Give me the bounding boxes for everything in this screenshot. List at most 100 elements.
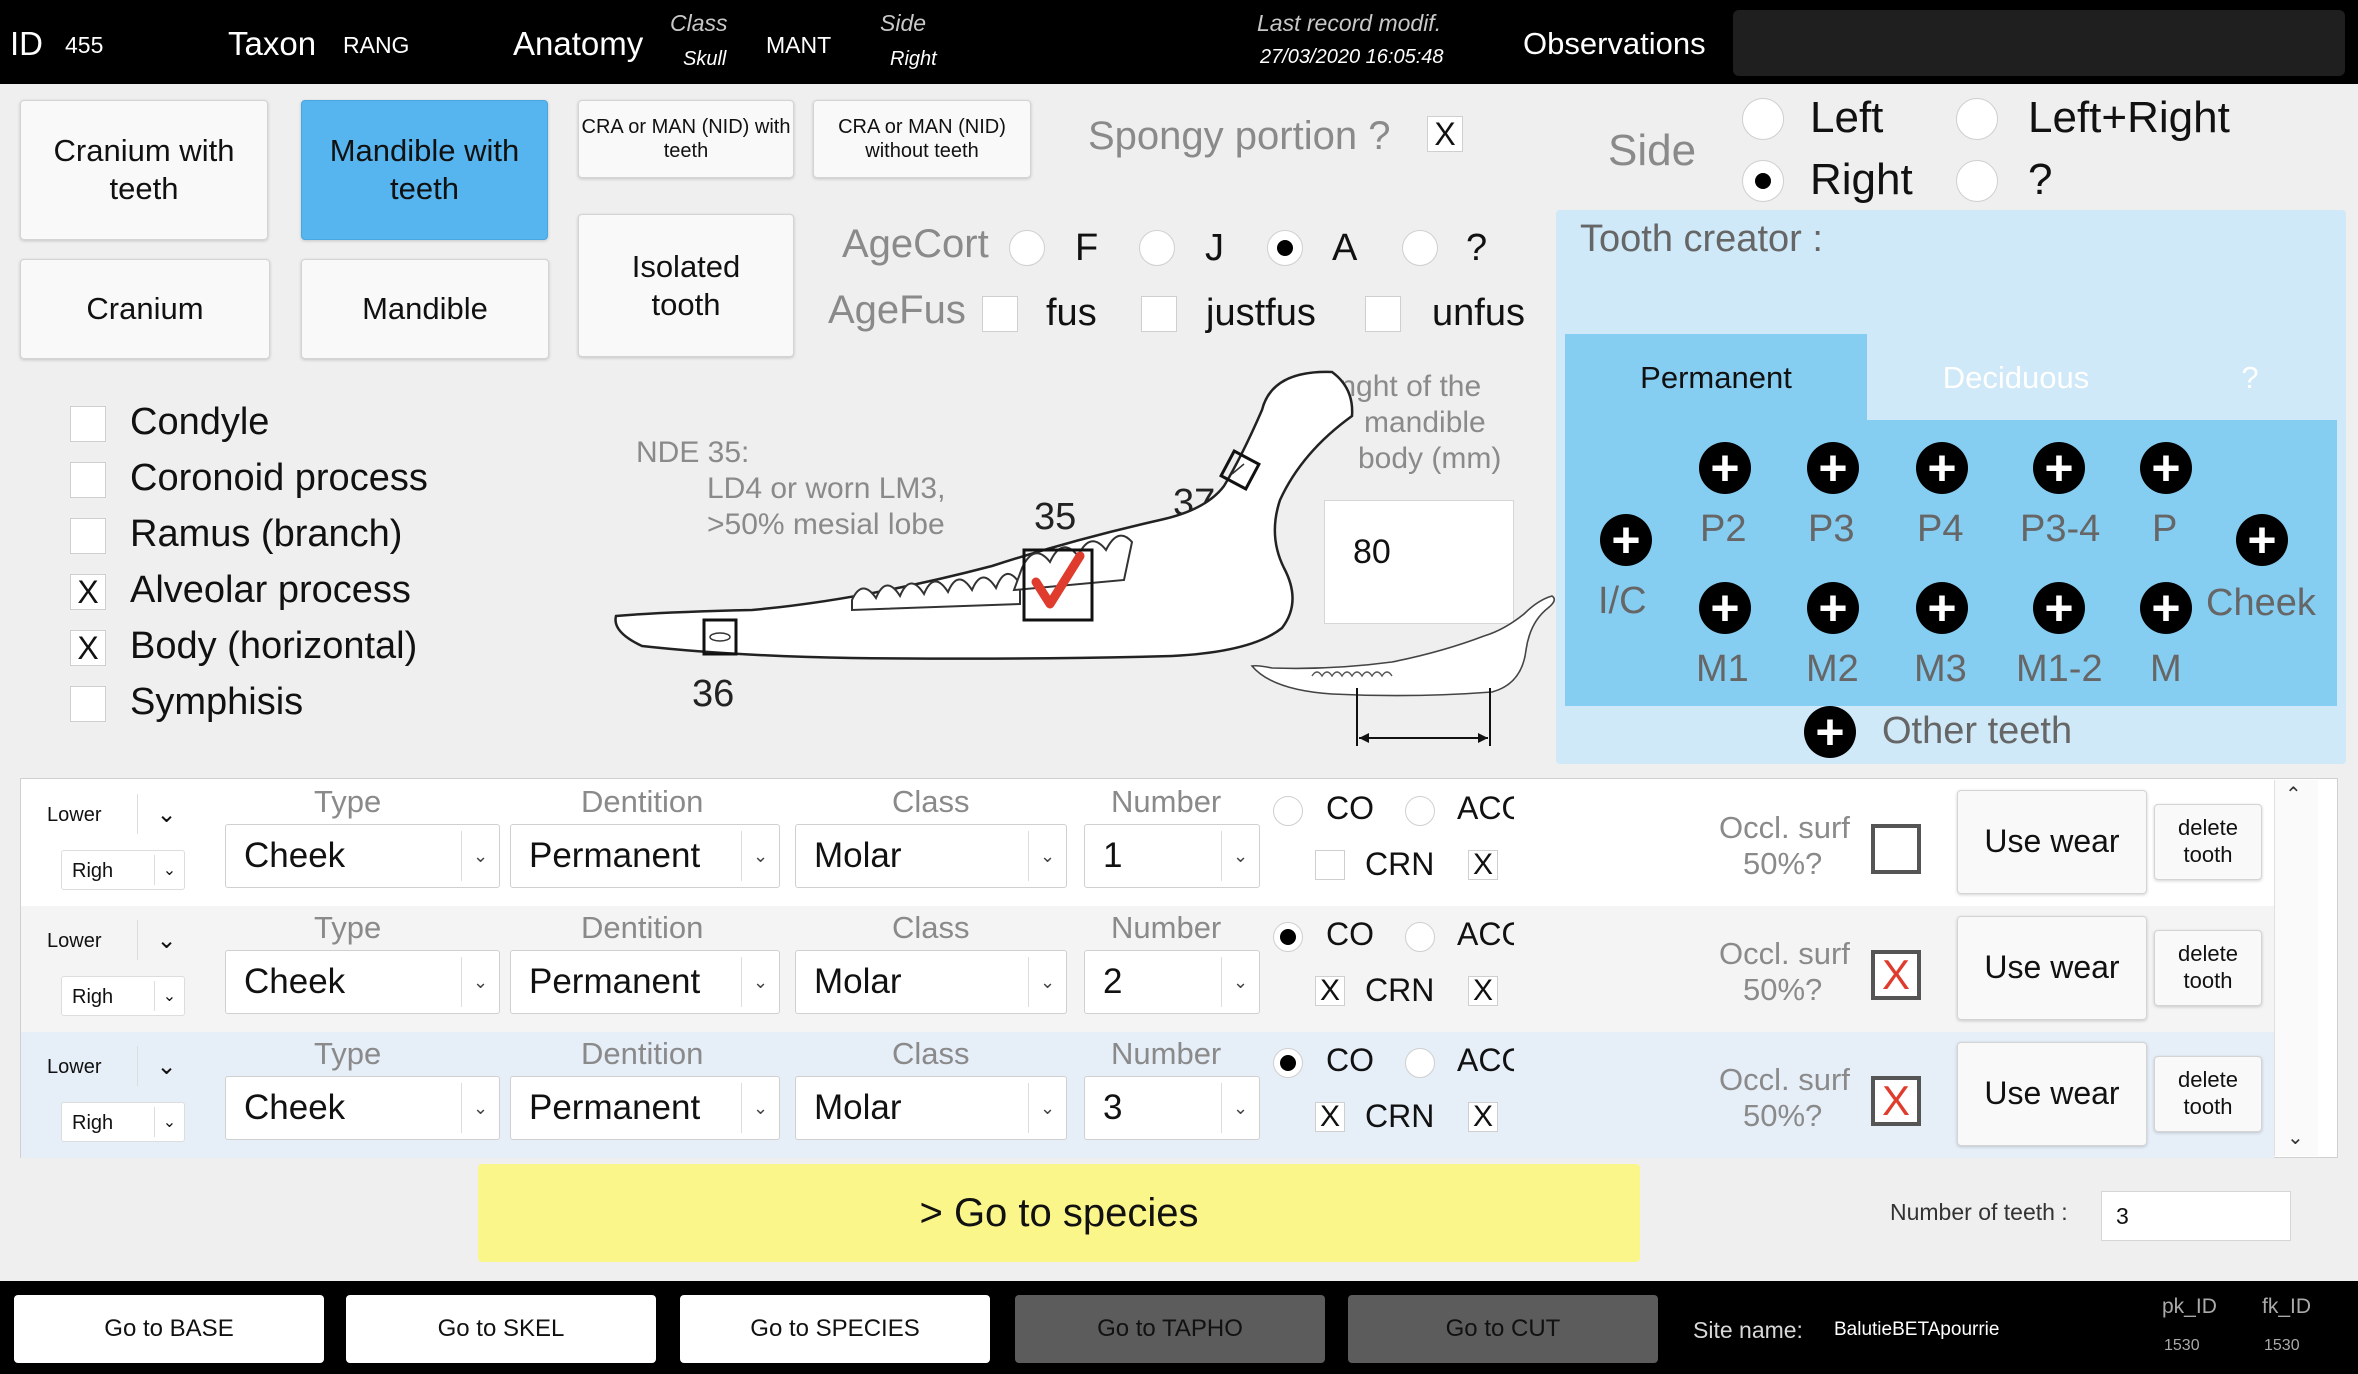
co-radio[interactable] xyxy=(1273,922,1303,952)
side-unknown-radio[interactable] xyxy=(1956,160,1998,202)
co-radio[interactable] xyxy=(1273,796,1303,826)
other-teeth-label: Other teeth xyxy=(1882,710,2073,752)
aco-radio[interactable] xyxy=(1405,1048,1435,1078)
age-cort-label: AgeCort xyxy=(842,222,989,266)
scroll-up-icon[interactable]: ⌃ xyxy=(2285,784,2302,806)
coronoid-checkbox[interactable] xyxy=(70,462,106,498)
age-cort-f-radio[interactable] xyxy=(1009,230,1045,266)
type-select[interactable]: Cheek⌄ xyxy=(225,1076,500,1140)
add-m2-plus-icon[interactable]: + xyxy=(1807,582,1859,634)
go-to-tapho-button[interactable]: Go to TAPHO xyxy=(1015,1295,1325,1363)
class-header: Class xyxy=(892,910,970,945)
add-m1-plus-icon[interactable]: + xyxy=(1699,582,1751,634)
add-m3-plus-icon[interactable]: + xyxy=(1916,582,1968,634)
cranium-button[interactable]: Cranium xyxy=(20,259,270,359)
add-other-teeth-plus-icon[interactable]: + xyxy=(1804,706,1856,758)
symphisis-checkbox[interactable] xyxy=(70,686,106,722)
type-select[interactable]: Cheek⌄ xyxy=(225,950,500,1014)
delete-tooth-button[interactable]: delete tooth xyxy=(2154,930,2262,1006)
add-p4-plus-icon[interactable]: + xyxy=(1916,442,1968,494)
age-cort-a-radio[interactable] xyxy=(1267,230,1303,266)
class-select[interactable]: Molar⌄ xyxy=(795,950,1067,1014)
jaw-label: Lower xyxy=(47,930,102,952)
go-to-cut-button[interactable]: Go to CUT xyxy=(1348,1295,1658,1363)
tab-deciduous[interactable]: Deciduous xyxy=(1942,360,2090,395)
root-checkbox[interactable]: X xyxy=(1468,1102,1498,1132)
age-cort-j-radio[interactable] xyxy=(1139,230,1175,266)
tooth-row: Lower ⌄ Righ ⌄ Type Cheek⌄ Dentition Per… xyxy=(21,1032,1658,1158)
root-checkbox[interactable]: X xyxy=(1468,850,1498,880)
add-p2-plus-icon[interactable]: + xyxy=(1699,442,1751,494)
number-select[interactable]: 3⌄ xyxy=(1084,1076,1260,1140)
side-select[interactable]: Righ ⌄ xyxy=(61,1102,185,1142)
spongy-portion-checkbox[interactable]: X xyxy=(1427,116,1463,152)
number-of-teeth-field[interactable]: 3 xyxy=(2101,1191,2291,1241)
length-input[interactable]: 80 xyxy=(1324,500,1514,624)
add-ic-plus-icon[interactable]: + xyxy=(1600,514,1652,566)
add-m12-plus-icon[interactable]: + xyxy=(2033,582,2085,634)
jaw-dropdown-chevron-icon[interactable]: ⌄ xyxy=(137,920,195,960)
use-wear-button[interactable]: Use wear xyxy=(1957,1042,2147,1146)
mandible-button[interactable]: Mandible xyxy=(301,259,549,359)
side-select[interactable]: Righ ⌄ xyxy=(61,976,185,1016)
tab-unknown[interactable]: ? xyxy=(2241,360,2259,395)
occlusal-checkbox[interactable]: X xyxy=(1871,1076,1921,1126)
cra-man-with-teeth-button[interactable]: CRA or MAN (NID) with teeth xyxy=(578,100,794,178)
age-cort-unknown-label: ? xyxy=(1466,227,1488,269)
go-to-species-footer-button[interactable]: Go to SPECIES xyxy=(680,1295,990,1363)
co-radio[interactable] xyxy=(1273,1048,1303,1078)
condyle-checkbox[interactable] xyxy=(70,406,106,442)
class-select[interactable]: Molar⌄ xyxy=(795,1076,1067,1140)
mandible-with-teeth-button[interactable]: Mandible with teeth xyxy=(301,100,548,240)
body-checkbox[interactable]: X xyxy=(70,630,106,666)
alveolar-checkbox[interactable]: X xyxy=(70,574,106,610)
age-cort-unknown-radio[interactable] xyxy=(1402,230,1438,266)
number-select[interactable]: 2⌄ xyxy=(1084,950,1260,1014)
occlusal-checkbox[interactable]: X xyxy=(1871,950,1921,1000)
dentition-select[interactable]: Permanent⌄ xyxy=(510,1076,780,1140)
cra-man-without-teeth-button[interactable]: CRA or MAN (NID) without teeth xyxy=(813,100,1031,178)
tab-permanent[interactable]: Permanent xyxy=(1565,334,1867,422)
use-wear-button[interactable]: Use wear xyxy=(1957,790,2147,894)
delete-tooth-button[interactable]: delete tooth xyxy=(2154,1056,2262,1132)
dentition-select[interactable]: Permanent⌄ xyxy=(510,950,780,1014)
number-select[interactable]: 1⌄ xyxy=(1084,824,1260,888)
crn-checkbox[interactable]: X xyxy=(1315,976,1345,1006)
aco-radio[interactable] xyxy=(1405,922,1435,952)
side-left-right-radio[interactable] xyxy=(1956,98,1998,140)
side-right-radio[interactable] xyxy=(1742,160,1784,202)
add-p-plus-icon[interactable]: + xyxy=(2140,442,2192,494)
age-justfus-checkbox[interactable] xyxy=(1141,296,1177,332)
ramus-checkbox[interactable] xyxy=(70,518,106,554)
add-cheek-plus-icon[interactable]: + xyxy=(2236,514,2288,566)
observations-field[interactable] xyxy=(1733,10,2345,76)
type-select[interactable]: Cheek⌄ xyxy=(225,824,500,888)
jaw-dropdown-chevron-icon[interactable]: ⌄ xyxy=(137,794,195,834)
aco-radio[interactable] xyxy=(1405,796,1435,826)
go-to-base-button[interactable]: Go to BASE xyxy=(14,1295,324,1363)
side-left-radio[interactable] xyxy=(1742,98,1784,140)
crn-checkbox[interactable]: X xyxy=(1315,1102,1345,1132)
zone-36-label: 36 xyxy=(692,673,735,715)
use-wear-button[interactable]: Use wear xyxy=(1957,916,2147,1020)
add-p34-plus-icon[interactable]: + xyxy=(2033,442,2085,494)
tooth-list-scrollbar[interactable]: ⌃ ⌄ xyxy=(2274,780,2318,1156)
add-m-plus-icon[interactable]: + xyxy=(2140,582,2192,634)
class-select[interactable]: Molar⌄ xyxy=(795,824,1067,888)
root-checkbox[interactable]: X xyxy=(1468,976,1498,1006)
go-to-species-button[interactable]: > Go to species xyxy=(478,1164,1640,1262)
isolated-tooth-button[interactable]: Isolated tooth xyxy=(578,214,794,357)
age-unfus-checkbox[interactable] xyxy=(1365,296,1401,332)
delete-tooth-button[interactable]: delete tooth xyxy=(2154,804,2262,880)
crn-checkbox[interactable] xyxy=(1315,850,1345,880)
go-to-skel-button[interactable]: Go to SKEL xyxy=(346,1295,656,1363)
add-p3-plus-icon[interactable]: + xyxy=(1807,442,1859,494)
jaw-dropdown-chevron-icon[interactable]: ⌄ xyxy=(137,1046,195,1086)
side-select[interactable]: Righ ⌄ xyxy=(61,850,185,890)
type-header: Type xyxy=(314,784,382,819)
cranium-with-teeth-button[interactable]: Cranium with teeth xyxy=(20,100,268,240)
dentition-select[interactable]: Permanent⌄ xyxy=(510,824,780,888)
scroll-down-icon[interactable]: ⌄ xyxy=(2287,1127,2304,1149)
age-fus-checkbox[interactable] xyxy=(982,296,1018,332)
occlusal-checkbox[interactable] xyxy=(1871,824,1921,874)
